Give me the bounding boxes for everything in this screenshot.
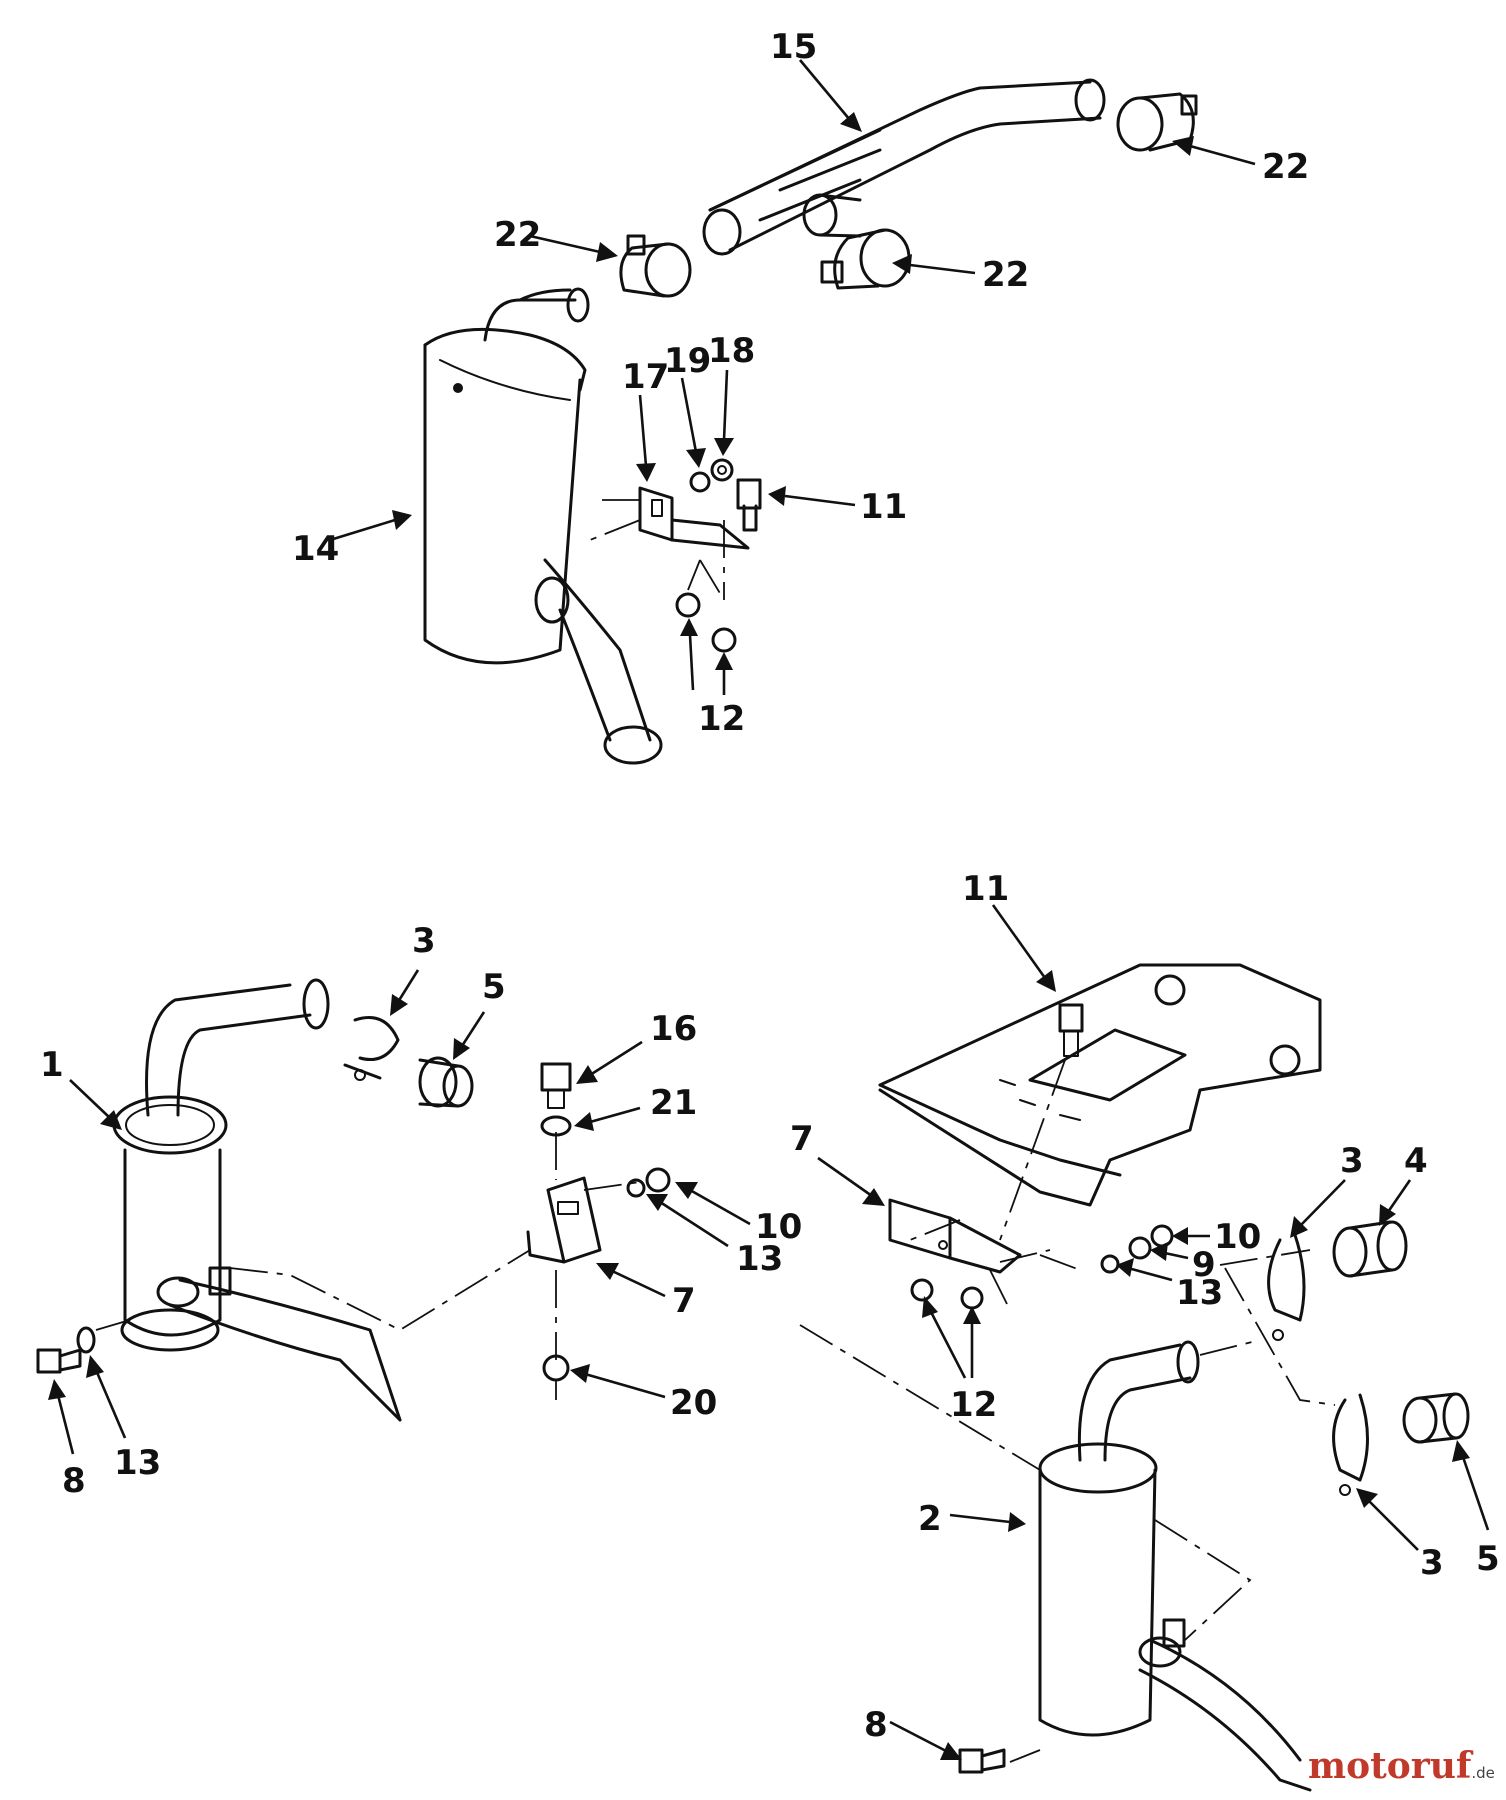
muffler-with-shield-part-14: [423, 287, 663, 765]
callout-21: 21: [650, 1083, 697, 1123]
bolt-part-11-right: [1058, 1003, 1084, 1057]
callout-13-mid: 13: [736, 1239, 783, 1279]
callout-3-right-top: 3: [1340, 1141, 1364, 1181]
callout-labels: 15 22 22 22 19 18 17 11 14 12 11 3 5 1 1…: [40, 27, 1500, 1745]
watermark-logo: motoruf.de: [1308, 1745, 1495, 1787]
nuts-part-12-top: [675, 592, 737, 653]
washer-part-13-mid: [626, 1178, 646, 1198]
clamp-part-3-right-bottom: [1332, 1393, 1369, 1496]
bracket-part-7-right: [888, 1198, 1022, 1274]
callout-10-left: 10: [755, 1207, 802, 1247]
tailpipe-part-15: [702, 78, 1106, 256]
callout-9: 9: [1192, 1245, 1216, 1285]
nut-part-9: [1128, 1236, 1152, 1260]
bracket-part-17: [638, 486, 750, 550]
callout-5-left: 5: [482, 967, 506, 1007]
callout-20: 20: [670, 1383, 717, 1423]
nut-part-18: [710, 458, 734, 482]
bottom-right-assembly: [799, 963, 1470, 1792]
callout-22-topright: 22: [1262, 147, 1309, 187]
bottom-left-assembly: [36, 978, 671, 1422]
washer-part-13-left: [76, 1326, 96, 1354]
bracket-part-7-left: [526, 1176, 602, 1264]
clamp-part-3-left: [343, 1016, 400, 1081]
washer-part-13-right: [1100, 1254, 1120, 1274]
svg-text:motoruf.de: motoruf.de: [1308, 1745, 1495, 1787]
callout-17: 17: [622, 357, 669, 397]
callout-7-left: 7: [672, 1281, 696, 1321]
callout-14: 14: [292, 529, 339, 569]
lock-washer-part-19: [689, 471, 711, 493]
callout-10-right: 10: [1214, 1217, 1261, 1257]
callout-12-right: 12: [950, 1385, 997, 1425]
clamp-part-22-mid: [820, 228, 911, 290]
nuts-part-12-right: [910, 1278, 984, 1310]
callout-11-right: 11: [962, 869, 1009, 909]
pipe-adapter-part-4: [1332, 1220, 1408, 1278]
muffler-part-2: [1038, 1340, 1312, 1792]
callout-16: 16: [650, 1009, 697, 1049]
callout-7-right: 7: [790, 1119, 814, 1159]
callout-19: 19: [664, 341, 711, 381]
callout-4: 4: [1404, 1141, 1428, 1181]
callout-18: 18: [708, 331, 755, 371]
bolt-part-8-left: [36, 1348, 82, 1374]
pipe-adapter-part-5-left: [418, 1056, 474, 1108]
nut-part-10-right: [1150, 1224, 1174, 1248]
clamp-part-3-right-top: [1267, 1233, 1306, 1341]
callout-12-top: 12: [698, 699, 745, 739]
leader-arrows: [48, 59, 1490, 1760]
callout-11-top: 11: [860, 487, 907, 527]
nut-part-10-left: [645, 1167, 671, 1193]
clamp-part-22-left: [619, 234, 692, 298]
callout-13-left: 13: [114, 1443, 161, 1483]
callout-13-right: 13: [1176, 1273, 1223, 1313]
muffler-part-1: [112, 978, 402, 1422]
callout-1: 1: [40, 1045, 64, 1085]
callout-3-right-bottom: 3: [1420, 1543, 1444, 1583]
callout-5-right: 5: [1476, 1539, 1500, 1579]
callout-15-top: 15: [770, 27, 817, 67]
mounting-frame: [878, 963, 1322, 1207]
callout-8-left: 8: [62, 1461, 86, 1501]
top-assembly: [423, 78, 1198, 765]
callout-22-left: 22: [494, 215, 541, 255]
watermark-suffix: .de: [1471, 1764, 1495, 1782]
bolt-part-8-right: [958, 1748, 1006, 1774]
callout-3-left: 3: [412, 921, 436, 961]
callout-2: 2: [918, 1499, 942, 1539]
pipe-adapter-part-5-right: [1402, 1392, 1470, 1444]
callout-22-mid: 22: [982, 255, 1029, 295]
bolt-part-16: [540, 1062, 572, 1109]
watermark-text: motoruf: [1308, 1745, 1474, 1787]
callout-8-right: 8: [864, 1705, 888, 1745]
bolt-part-11-top: [736, 478, 762, 532]
